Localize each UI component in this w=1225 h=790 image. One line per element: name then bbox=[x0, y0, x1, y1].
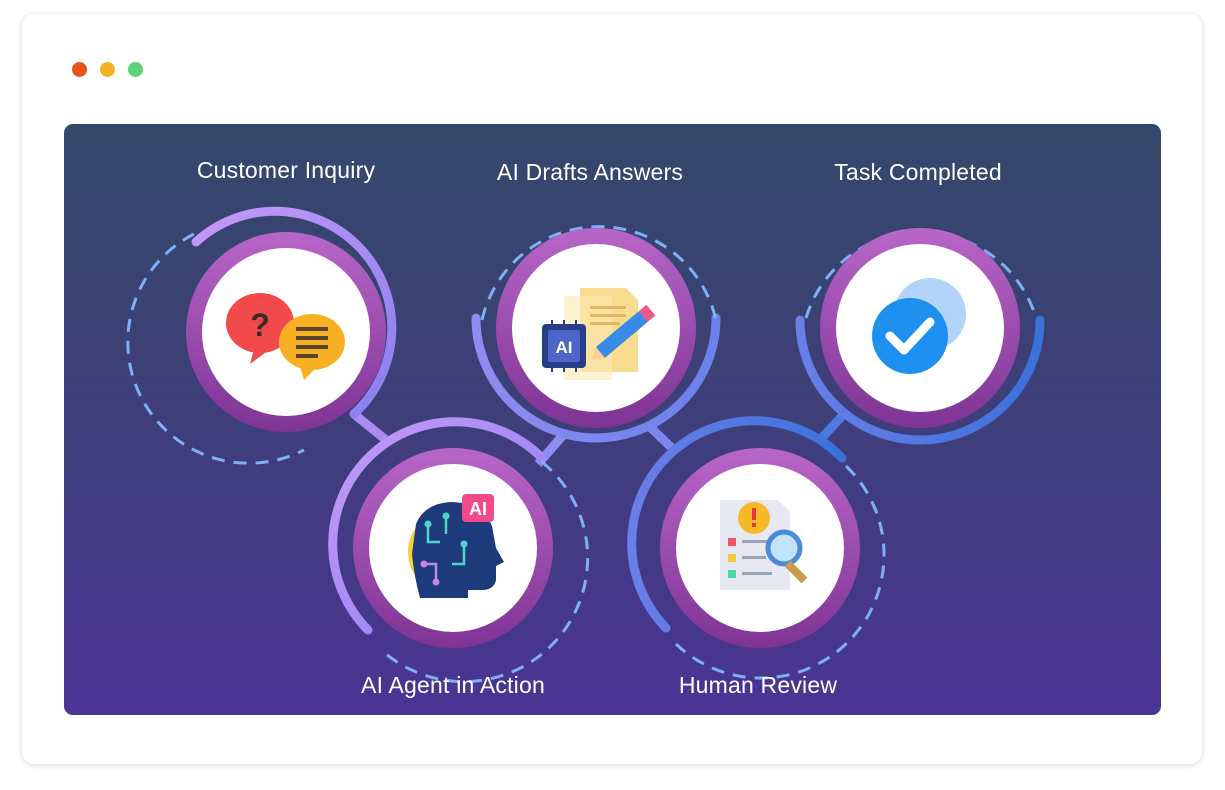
workflow-graphic: ? bbox=[126, 206, 1045, 684]
app-window: ? bbox=[22, 14, 1202, 764]
close-window-button[interactable] bbox=[72, 62, 87, 77]
svg-text:AI: AI bbox=[469, 499, 487, 519]
document-magnifier-icon bbox=[720, 500, 808, 590]
node-ai-drafts: AI bbox=[471, 225, 721, 443]
step-label-ai-drafts: AI Drafts Answers bbox=[496, 159, 684, 185]
node-ai-agent: AI bbox=[328, 417, 590, 684]
node-human-review bbox=[627, 416, 886, 680]
workflow-diagram: ? bbox=[64, 124, 1161, 715]
svg-text:AI: AI bbox=[556, 338, 573, 357]
step-label-human-review: Human Review bbox=[678, 672, 838, 698]
step-label-customer-inquiry: Customer Inquiry bbox=[196, 157, 376, 183]
speech-bubbles-icon: ? bbox=[226, 293, 345, 380]
maximize-window-button[interactable] bbox=[128, 62, 143, 77]
step-label-task-completed: Task Completed bbox=[834, 159, 1002, 185]
svg-text:?: ? bbox=[250, 307, 270, 343]
minimize-window-button[interactable] bbox=[100, 62, 115, 77]
step-label-ai-agent: AI Agent in Action bbox=[361, 672, 545, 698]
checkmark-icon bbox=[872, 278, 966, 374]
ai-document-pencil-icon: AI bbox=[542, 288, 656, 380]
node-customer-inquiry: ? bbox=[126, 206, 397, 465]
node-task-completed bbox=[795, 228, 1045, 445]
ai-brain-head-icon: AI bbox=[408, 494, 504, 598]
